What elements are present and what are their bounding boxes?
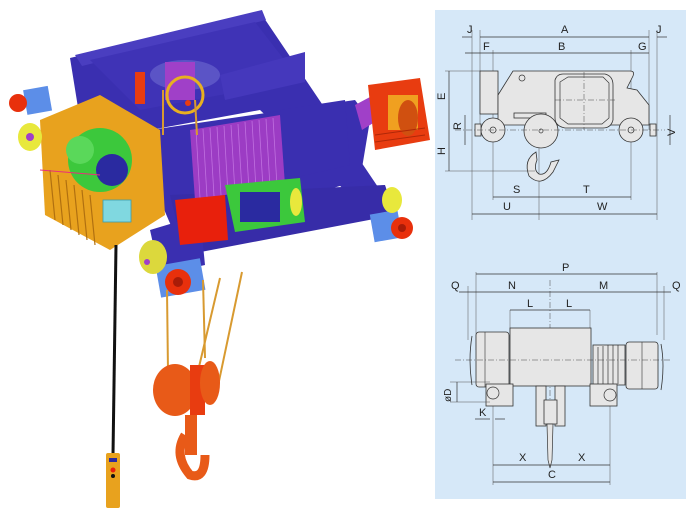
dim-label-w: W [597, 201, 608, 213]
dim-label-f: F [483, 41, 490, 53]
side-view-drawing: J A J F B G [436, 24, 678, 220]
dim-label-l-right: L [566, 298, 572, 310]
rope-drum [190, 100, 350, 200]
wheels-and-buffers [9, 85, 413, 298]
dim-label-v: V [666, 128, 678, 136]
dimension-drawing-panel: J A J F B G [435, 10, 686, 499]
hoist-motor-brake [355, 78, 430, 150]
gear-train [39, 128, 132, 192]
dim-label-a: A [561, 24, 569, 36]
dim-label-x-right: X [578, 452, 586, 464]
dim-label-b: B [558, 41, 565, 53]
dim-label-k: K [479, 407, 487, 419]
dim-label-d: øD [443, 389, 454, 402]
upper-sheave [135, 62, 205, 115]
dim-label-t: T [583, 184, 590, 196]
dim-label-n: N [508, 280, 516, 292]
dim-label-s: S [513, 184, 520, 196]
traverse-motor [175, 178, 305, 245]
dim-label-g: G [638, 41, 647, 53]
gearbox [39, 95, 165, 250]
dim-label-p: P [562, 262, 569, 274]
dim-label-e: E [436, 93, 448, 100]
hoist-3d-illustration [9, 10, 430, 508]
dim-label-j-right: J [656, 24, 662, 36]
end-view-drawing: P Q N M Q L L [443, 262, 681, 485]
dim-label-q-left: Q [451, 280, 460, 292]
pendant-control [106, 244, 120, 508]
dim-label-c: C [548, 469, 556, 481]
dim-label-q-right: Q [672, 280, 681, 292]
dim-label-j-left: J [467, 24, 473, 36]
dim-label-x-left: X [519, 452, 527, 464]
dim-label-m: M [599, 280, 608, 292]
dim-label-l-left: L [527, 298, 533, 310]
dim-label-h: H [436, 147, 448, 155]
dim-label-r: R [452, 122, 464, 130]
dim-label-u: U [503, 201, 511, 213]
hook-block [153, 361, 220, 481]
